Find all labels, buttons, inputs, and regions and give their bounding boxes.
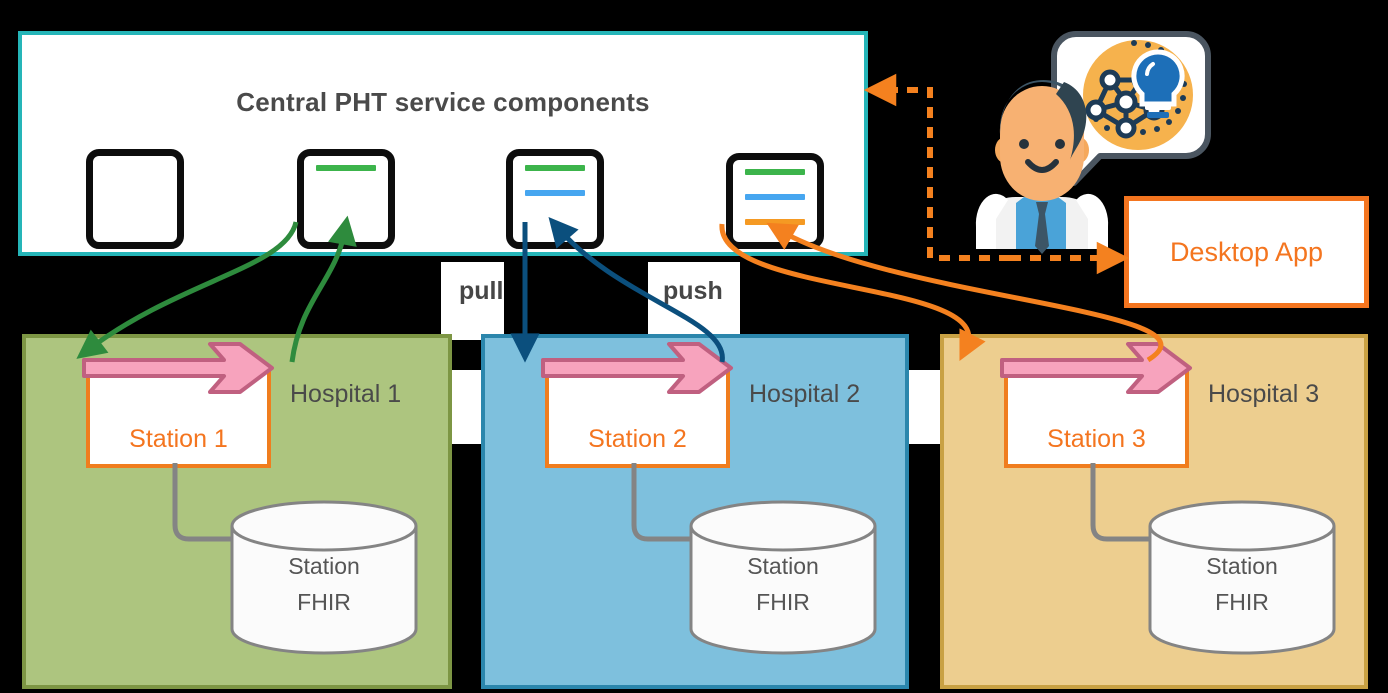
component-bar-1	[524, 165, 586, 171]
component-bar-1	[315, 165, 377, 171]
component-empty[interactable]	[86, 149, 184, 249]
hospital-2-label: Hospital 2	[749, 380, 861, 408]
component-bar-2	[524, 190, 586, 196]
central-pht-panel: Central PHT service components	[18, 31, 868, 256]
station-2-box[interactable]: Station 2	[545, 365, 730, 468]
station-1-box[interactable]: Station 1	[86, 365, 271, 468]
pull-label-backdrop	[441, 262, 504, 340]
component-green-blue-orange[interactable]	[726, 153, 824, 249]
hospital-3-label: Hospital 3	[1208, 380, 1320, 408]
database-cylinder-icon	[689, 500, 877, 655]
gap-backdrop-left	[451, 370, 484, 444]
desktop-app-box[interactable]: Desktop App	[1124, 196, 1369, 308]
station-3-box[interactable]: Station 3	[1004, 365, 1189, 468]
database-cylinder-icon	[1148, 500, 1336, 655]
push-flow-label: push	[663, 277, 723, 305]
lightbulb-neural-network-thought-bubble-icon	[1051, 31, 1211, 186]
component-bar-1	[744, 169, 806, 175]
component-bar-2	[744, 194, 806, 200]
gap-backdrop-right	[908, 370, 941, 444]
component-green[interactable]	[297, 149, 395, 249]
component-bar-3	[744, 219, 806, 225]
desktop-app-label: Desktop App	[1169, 237, 1324, 267]
researcher-illustration	[975, 31, 1211, 254]
component-green-blue[interactable]	[506, 149, 604, 249]
station-3-label: Station 3	[1047, 425, 1146, 453]
hospital-1-label: Hospital 1	[290, 380, 402, 408]
station-1-label: Station 1	[129, 425, 228, 453]
station-2-label: Station 2	[588, 425, 687, 453]
pull-flow-label: pull	[459, 277, 504, 305]
central-panel-title: Central PHT service components	[236, 87, 650, 117]
database-cylinder-icon	[230, 500, 418, 655]
